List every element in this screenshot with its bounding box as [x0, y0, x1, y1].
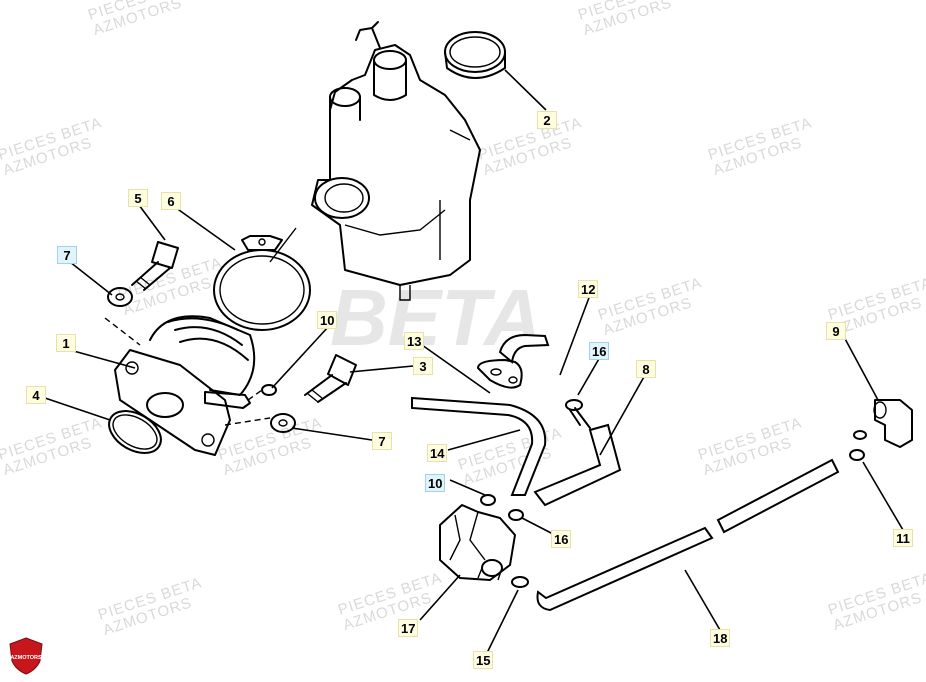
- callout-18: 18: [710, 629, 731, 647]
- callout-10-top: 10: [317, 311, 338, 329]
- part-10-clip-bottom: [480, 494, 496, 506]
- part-4-gasket: [108, 410, 162, 454]
- callout-6: 6: [161, 192, 181, 210]
- part-6-clamp: [213, 227, 311, 331]
- part-8-hose: [533, 407, 622, 507]
- azmotors-logo: AZMOTORS: [8, 637, 44, 675]
- carburetor: [311, 21, 481, 301]
- callout-17: 17: [398, 619, 419, 637]
- logo-text: AZMOTORS: [10, 655, 42, 661]
- callout-14: 14: [427, 444, 448, 462]
- part-2-ring: [444, 31, 506, 79]
- callout-2: 2: [537, 111, 557, 129]
- part-5-bolt: [131, 241, 179, 291]
- callout-13: 13: [404, 332, 425, 350]
- callout-7-bottom: 7: [372, 432, 392, 450]
- callout-9: 9: [826, 322, 846, 340]
- part-1-manifold: [114, 315, 256, 456]
- assembly-line: [104, 317, 271, 426]
- callout-3: 3: [413, 357, 433, 375]
- callout-5: 5: [128, 189, 148, 207]
- callout-16-top: 16: [589, 342, 610, 360]
- part-15-clip: [511, 576, 529, 588]
- callout-10-bottom: 10: [425, 474, 446, 492]
- callout-12: 12: [578, 280, 599, 298]
- part-7-washer-top: [107, 287, 133, 307]
- part-11-clip: [849, 430, 867, 461]
- callout-8: 8: [636, 360, 656, 378]
- callout-15: 15: [473, 651, 494, 669]
- callout-4: 4: [26, 386, 46, 404]
- part-17-pump: [439, 504, 516, 581]
- part-7-washer-bottom: [270, 413, 296, 433]
- callout-16-bottom: 16: [551, 530, 572, 548]
- part-16-clip-top: [565, 399, 583, 411]
- part-18-hose: [536, 458, 840, 612]
- part-9-elbow: [873, 399, 913, 448]
- leader-lines: [41, 69, 904, 656]
- part-10-clip-top: [261, 384, 277, 396]
- callout-11: 11: [893, 529, 913, 547]
- part-16-clip-bottom: [508, 509, 524, 521]
- callout-1: 1: [56, 334, 76, 352]
- part-14-hose: [411, 396, 547, 496]
- callout-7-top: 7: [57, 246, 77, 264]
- part-3-bolt: [304, 354, 357, 403]
- part-12-fitting: [477, 333, 550, 389]
- manifold-nipple: [204, 391, 251, 409]
